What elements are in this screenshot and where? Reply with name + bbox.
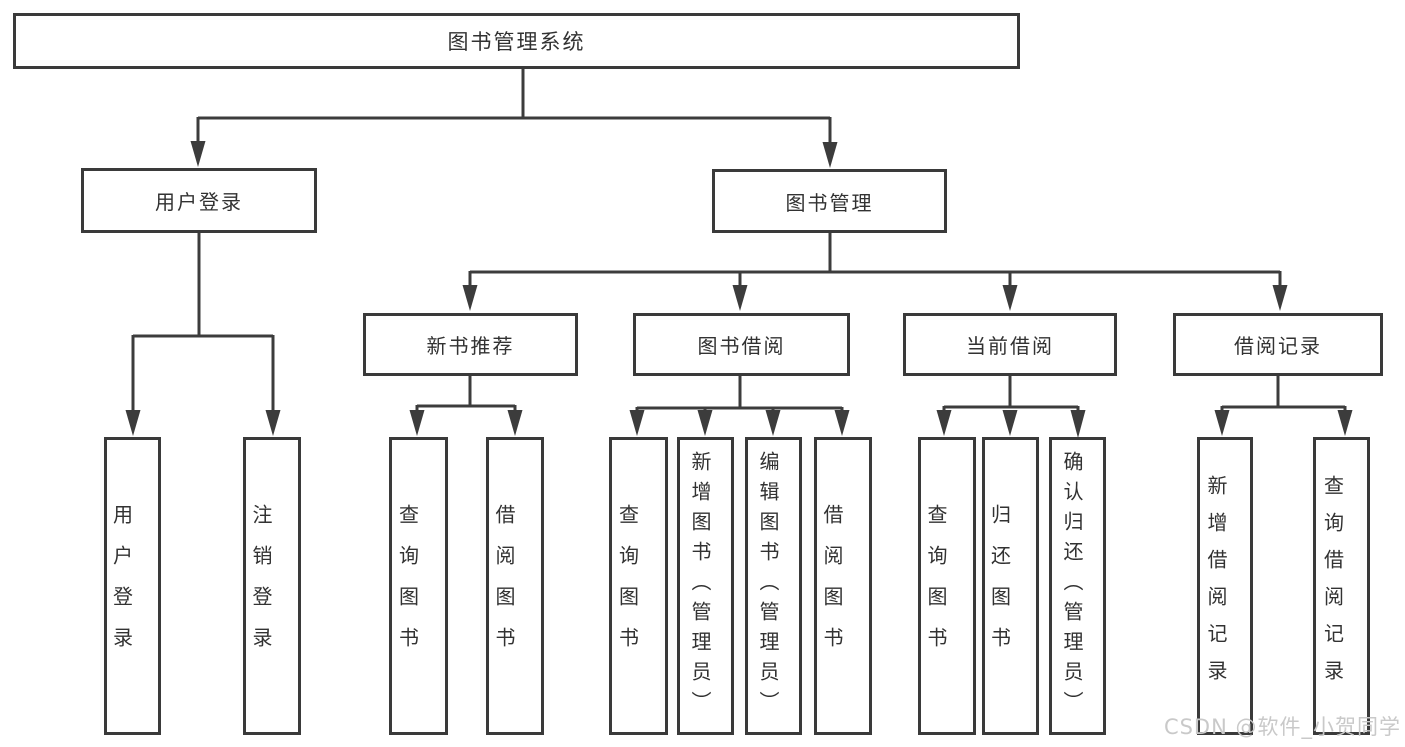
arrowhead	[507, 410, 523, 436]
connector-current-borrow-to-leaves	[942, 376, 1080, 412]
arrowhead	[125, 410, 141, 436]
leaf-label: 确认归还（管理员）	[1060, 451, 1084, 721]
leaf-label: 借阅图书	[492, 504, 516, 668]
arrowhead	[1337, 410, 1353, 436]
node-label: 用户登录	[155, 190, 243, 214]
node-new-book-recommend: 新书推荐	[363, 313, 578, 376]
leaf-label: 归还图书	[987, 504, 1012, 668]
node-label: 图书借阅	[697, 334, 786, 358]
arrowhead	[462, 285, 478, 311]
leaf-label: 用户登录	[109, 504, 134, 668]
arrowhead	[1214, 410, 1230, 436]
arrowhead	[265, 410, 281, 436]
connector-new-book-to-leaves	[415, 376, 517, 412]
arrowhead	[697, 410, 713, 436]
leaf-label: 查询图书	[395, 504, 420, 668]
leaf-borrow-book-2: 借阅图书	[814, 437, 872, 735]
arrowhead	[834, 410, 850, 436]
leaf-add-book-admin: 新增图书（管理员）	[677, 437, 734, 735]
node-borrow-records: 借阅记录	[1173, 313, 1383, 376]
connector-book-borrow-to-leaves	[635, 376, 844, 412]
leaf-query-borrow-record: 查询借阅记录	[1313, 437, 1370, 735]
node-label: 借阅记录	[1234, 334, 1322, 358]
leaf-query-book-3: 查询图书	[918, 437, 976, 735]
node-label: 新书推荐	[426, 334, 515, 358]
node-current-borrowing: 当前借阅	[903, 313, 1117, 376]
connector-borrow-records-to-leaves	[1220, 376, 1347, 412]
leaf-label: 新增图书（管理员）	[688, 451, 712, 721]
leaf-label: 查询图书	[924, 504, 948, 668]
leaf-label: 借阅图书	[820, 504, 844, 668]
connector-book-mgmt-to-level2	[468, 233, 1282, 287]
leaf-logout: 注销登录	[243, 437, 301, 735]
leaf-edit-book-admin: 编辑图书（管理员）	[745, 437, 802, 735]
node-book-management: 图书管理	[712, 169, 947, 233]
arrowhead	[765, 410, 781, 436]
arrowhead	[190, 141, 206, 167]
leaf-add-borrow-record: 新增借阅记录	[1197, 437, 1253, 735]
node-library-management-system: 图书管理系统	[13, 13, 1020, 69]
arrowhead	[1070, 410, 1086, 438]
arrowhead	[732, 285, 748, 311]
connector-root-to-level1	[196, 69, 832, 145]
leaf-query-book-1: 查询图书	[389, 437, 448, 735]
node-user-login: 用户登录	[81, 168, 317, 233]
csdn-watermark: CSDN @软件_小贺同学	[1163, 715, 1401, 739]
leaf-query-book-2: 查询图书	[609, 437, 668, 735]
leaf-confirm-return-admin: 确认归还（管理员）	[1049, 437, 1106, 735]
leaf-label: 新增借阅记录	[1204, 475, 1228, 697]
leaf-label: 查询图书	[615, 504, 640, 668]
node-label: 图书管理系统	[447, 30, 586, 54]
leaf-label: 注销登录	[249, 504, 273, 668]
connector-user-login-to-leaves	[131, 233, 275, 412]
node-label: 当前借阅	[966, 334, 1054, 358]
arrowhead	[822, 142, 838, 168]
arrowhead	[629, 410, 645, 436]
arrowhead	[1002, 410, 1018, 436]
node-label: 图书管理	[785, 190, 874, 215]
arrowhead	[1002, 285, 1018, 311]
leaf-return-book: 归还图书	[982, 437, 1039, 735]
leaf-label: 查询借阅记录	[1320, 475, 1345, 697]
leaf-borrow-book-1: 借阅图书	[486, 437, 544, 735]
arrowhead	[1272, 285, 1288, 311]
leaf-label: 编辑图书（管理员）	[756, 451, 780, 721]
arrowhead	[936, 410, 952, 436]
leaf-user-login: 用户登录	[104, 437, 161, 735]
arrowhead	[409, 410, 425, 436]
node-book-borrowing: 图书借阅	[633, 313, 850, 376]
